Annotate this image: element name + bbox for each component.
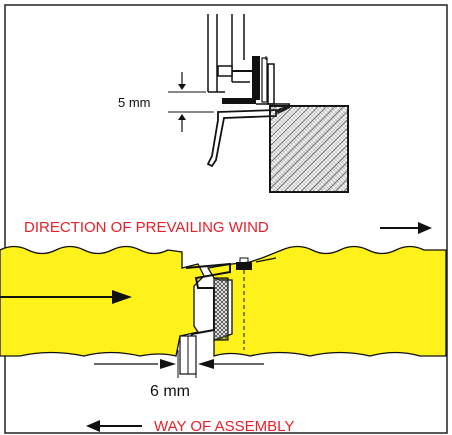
bracket-post	[252, 56, 260, 100]
bottom-detail	[0, 245, 447, 375]
gap-top-label: 5 mm	[118, 95, 151, 110]
bolt-head	[217, 65, 233, 77]
hook-profile	[206, 109, 277, 168]
frame-border	[4, 4, 448, 434]
gasket	[213, 277, 229, 341]
airflow-arrow-icon	[0, 290, 132, 304]
right-panel	[206, 245, 447, 357]
assembly-arrow-icon	[86, 420, 142, 432]
gap-bottom-label: 6 mm	[150, 383, 190, 400]
joint-profile	[185, 262, 231, 357]
top-detail	[168, 14, 349, 193]
gap-bottom-dimension	[94, 350, 264, 378]
left-panel	[0, 245, 205, 357]
screw-head	[236, 262, 252, 270]
wind-direction-label: DIRECTION OF PREVAILING WIND	[24, 219, 269, 236]
wind-arrow-icon	[380, 222, 432, 234]
assembly-direction-label: WAY OF ASSEMBLY	[154, 418, 294, 435]
